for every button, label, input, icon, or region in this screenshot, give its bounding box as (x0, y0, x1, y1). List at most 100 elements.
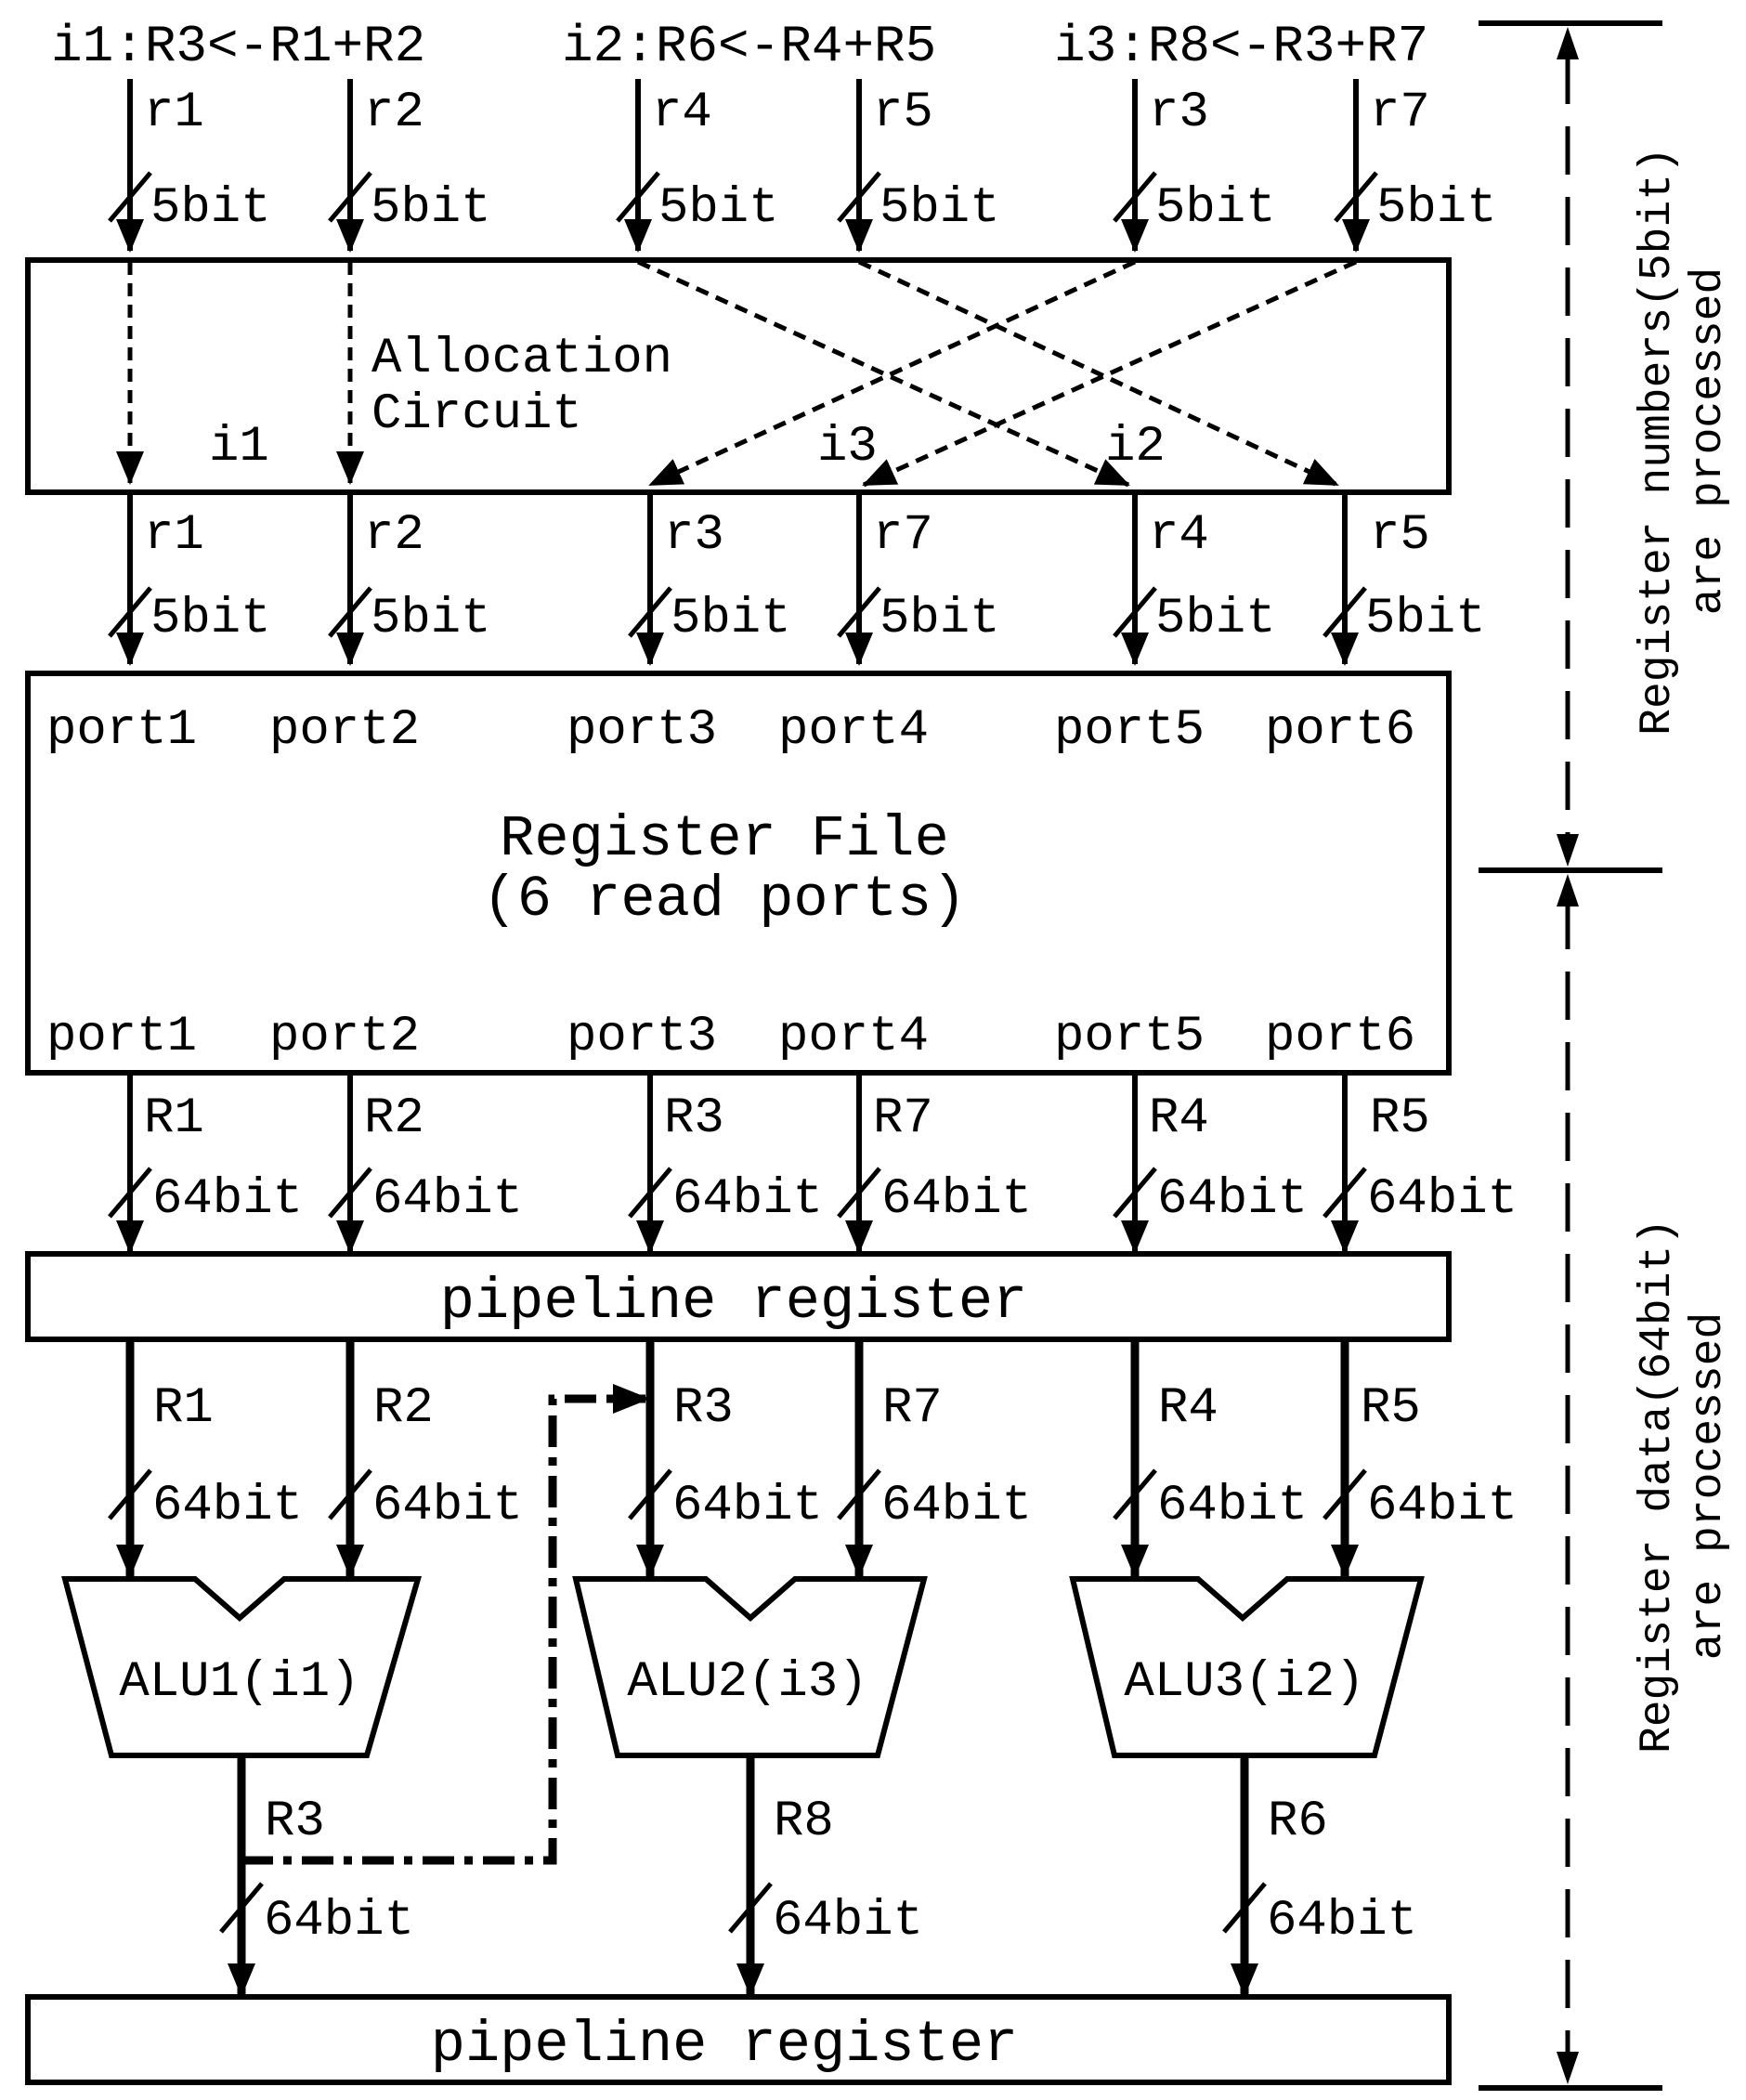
bus-slash (1222, 1882, 1267, 1934)
width-label: 5bit (150, 591, 271, 647)
alu-input-width-labels: 64bit 64bit 64bit 64bit 64bit 64bit (152, 1478, 1518, 1534)
bus-slash (628, 1167, 672, 1219)
bus-slash (328, 1167, 372, 1219)
width-label: 64bit (1157, 1478, 1308, 1534)
register-file-output-ports: port1 port2 port3 port4 port5 port6 (46, 1009, 1415, 1065)
route-r5-port6 (857, 259, 1339, 488)
allocated-width-slashes (108, 586, 1367, 638)
port-label: port3 (567, 702, 717, 759)
alu-input-width-slashes (108, 1468, 1367, 1520)
port-label: port1 (46, 1009, 197, 1065)
alu3-label: ALU3(i2) (1124, 1654, 1364, 1711)
alu-input-label: R7 (882, 1380, 943, 1437)
bus-slash (1334, 171, 1378, 223)
stage-annotation (1479, 20, 1662, 2091)
read-width-labels: 64bit 64bit 64bit 64bit 64bit 64bit (152, 1171, 1518, 1228)
width-label: 64bit (152, 1478, 303, 1534)
width-label: 5bit (658, 180, 779, 237)
alu-input-label: R3 (673, 1380, 734, 1437)
instruction-i2: i2:R6<-R4+R5 (562, 17, 936, 76)
register-file-input-ports: port1 port2 port3 port4 port5 port6 (46, 702, 1415, 759)
bus-slash (616, 171, 660, 223)
read-data-label: R2 (364, 1090, 424, 1147)
bus-slash (1113, 171, 1157, 223)
alu2-label: ALU2(i3) (627, 1654, 867, 1711)
alu-output-width-slashes (219, 1882, 1267, 1934)
bus-slash (219, 1882, 264, 1934)
width-label: 64bit (1157, 1171, 1308, 1228)
alu-output-labels: R3 R8 R6 (265, 1793, 1328, 1850)
bus-slash (837, 586, 881, 638)
stage-bottom-line1: Register data(64bit) (1633, 1219, 1683, 1754)
port-label: port1 (46, 702, 197, 759)
port-label: port2 (269, 702, 420, 759)
read-data-labels: R1 R2 R3 R7 R4 R5 (144, 1090, 1430, 1147)
alu2-shape (572, 1576, 928, 1758)
allocated-width-labels: 5bit 5bit 5bit 5bit 5bit 5bit (150, 591, 1486, 647)
alu-output-label: R8 (774, 1793, 834, 1850)
stage-arrow-down (1557, 834, 1579, 867)
alu-input-labels: R1 R2 R3 R7 R4 R5 (153, 1380, 1421, 1437)
alloc-reg-label: r3 (664, 507, 724, 564)
bus-slash (108, 171, 152, 223)
read-data-label: R4 (1149, 1090, 1209, 1147)
alu1-shape (61, 1576, 422, 1758)
input-width-slashes (108, 171, 1378, 223)
bus-slash (1113, 1468, 1157, 1520)
allocation-routing (116, 259, 1358, 488)
bus-slash (328, 171, 372, 223)
alu1-label: ALU1(i1) (119, 1654, 359, 1711)
port-label: port3 (567, 1009, 717, 1065)
allocation-title-line2: Circuit (371, 386, 582, 443)
alloc-reg-label: r4 (1149, 507, 1209, 564)
allocation-title-line1: Allocation (371, 331, 672, 387)
alu-input-label: R2 (373, 1380, 434, 1437)
bus-slash (837, 1468, 881, 1520)
allocated-register-labels: r1 r2 r3 r7 r4 r5 (144, 507, 1430, 564)
width-label: 5bit (1155, 180, 1276, 237)
route-r3-port3 (648, 259, 1137, 488)
allocation-group-i2: i2 (1105, 419, 1166, 476)
width-label: 5bit (371, 591, 491, 647)
bus-slash (628, 1468, 672, 1520)
read-width-slashes (108, 1167, 1367, 1219)
bus-slash (1323, 1468, 1367, 1520)
width-label: 64bit (773, 1893, 923, 1950)
port-label: port6 (1265, 1009, 1415, 1065)
width-label: 64bit (1367, 1478, 1518, 1534)
port-label: port5 (1054, 702, 1205, 759)
read-data-label: R3 (664, 1090, 724, 1147)
input-reg-label: r7 (1370, 85, 1430, 141)
port-label: port4 (778, 702, 929, 759)
width-label: 5bit (880, 180, 1000, 237)
alu-input-lines (116, 1339, 1359, 1578)
bus-slash (1113, 1167, 1157, 1219)
port-label: port4 (778, 1009, 929, 1065)
bus-slash (837, 171, 881, 223)
width-label: 64bit (1267, 1893, 1417, 1950)
bus-slash (108, 586, 152, 638)
stage-arrow-down (1557, 2052, 1579, 2084)
pipeline-register-2-label: pipeline register (431, 2012, 1019, 2078)
alu-input-label: R5 (1361, 1380, 1421, 1437)
bus-slash (628, 586, 672, 638)
width-label: 64bit (372, 1478, 523, 1534)
pipeline-register-1-label: pipeline register (440, 1269, 1028, 1335)
route-r4-port5 (636, 259, 1130, 488)
stage-arrowheads (1557, 27, 1579, 2084)
input-reg-label: r4 (652, 85, 712, 141)
input-register-labels: r1 r2 r4 r5 r3 r7 (144, 85, 1430, 141)
bus-slash (108, 1468, 152, 1520)
bus-slash (1113, 586, 1157, 638)
allocation-circuit-box (25, 257, 1452, 495)
width-label: 64bit (372, 1171, 523, 1228)
width-label: 5bit (1365, 591, 1486, 647)
bus-slash (108, 1167, 152, 1219)
width-label: 5bit (1155, 591, 1276, 647)
input-reg-label: r1 (144, 85, 204, 141)
width-label: 5bit (1376, 180, 1497, 237)
pipeline-register-2 (25, 1994, 1452, 2085)
stage-arrow-up (1557, 874, 1579, 907)
port-label: port5 (1054, 1009, 1205, 1065)
input-width-labels: 5bit 5bit 5bit 5bit 5bit 5bit (150, 180, 1497, 237)
